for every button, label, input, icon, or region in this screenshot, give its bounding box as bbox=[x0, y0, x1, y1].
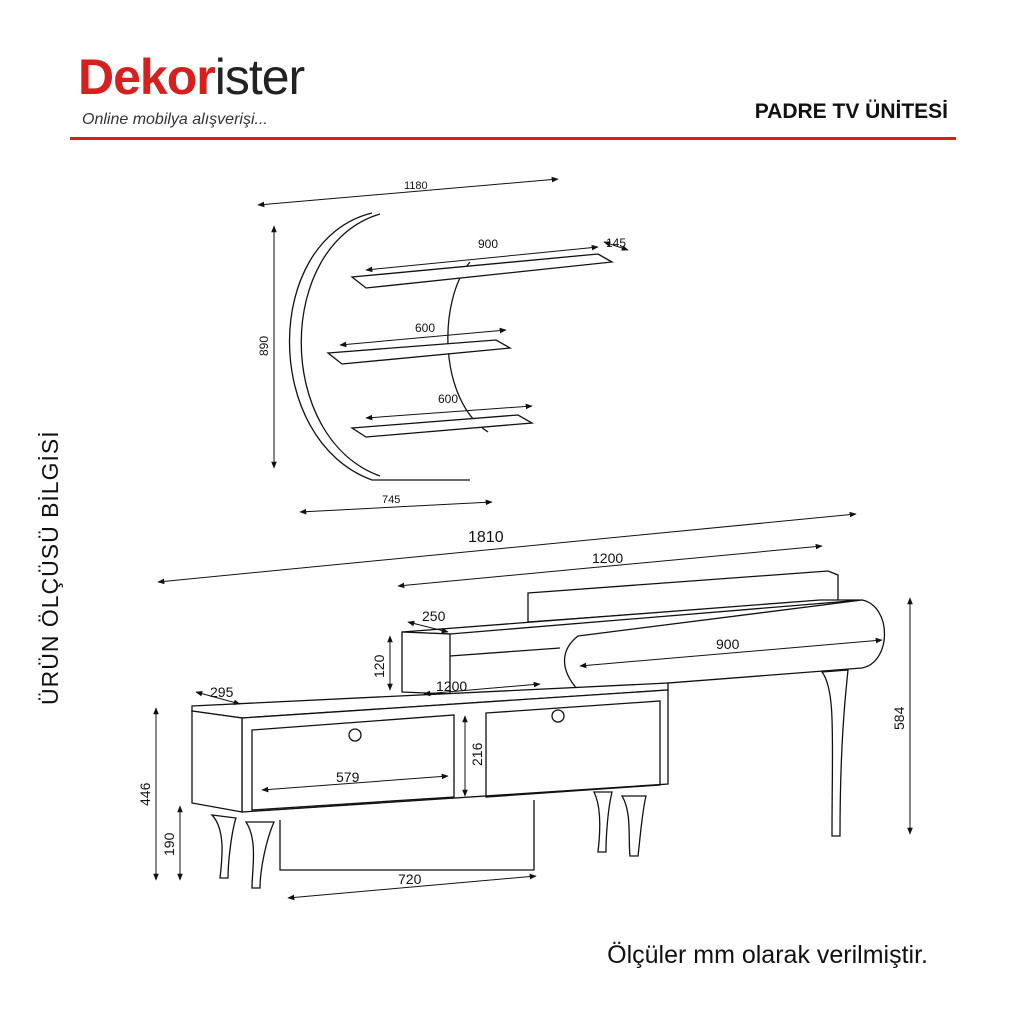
dim-leg-height: 190 bbox=[161, 832, 177, 856]
dim-unit-upper-width: 1200 bbox=[592, 550, 623, 566]
dim-shelf-mid-length: 600 bbox=[415, 321, 435, 335]
wall-dimension-lines bbox=[257, 176, 629, 515]
dim-unit-total-width: 1810 bbox=[468, 529, 504, 546]
dim-shelf-low-length: 600 bbox=[438, 392, 458, 406]
dim-base-width: 720 bbox=[398, 871, 422, 887]
handle-left bbox=[348, 728, 362, 742]
lower-body-side bbox=[191, 710, 243, 813]
dim-upper-height: 120 bbox=[371, 654, 387, 678]
dim-wall-bottom-width: 745 bbox=[382, 494, 400, 506]
dim-lower-depth: 295 bbox=[210, 684, 234, 700]
dim-upper-depth: 250 bbox=[422, 608, 446, 624]
dim-wall-height: 890 bbox=[257, 336, 271, 356]
logo-part-dark: ister bbox=[214, 49, 305, 105]
tv-unit bbox=[191, 570, 885, 889]
wall-panel-inner-arc bbox=[300, 213, 381, 477]
leg-front-mid bbox=[244, 821, 275, 889]
dim-lower-height: 446 bbox=[137, 782, 153, 806]
logo-part-red: Dekor bbox=[78, 49, 216, 105]
brand-tagline: Online mobilya alışverişi... bbox=[82, 111, 268, 128]
handle-right bbox=[551, 709, 565, 723]
dim-compartment-height: 216 bbox=[469, 742, 485, 766]
leg-upper-right bbox=[820, 669, 849, 837]
wall-shelf bbox=[289, 212, 615, 481]
shelf-low bbox=[350, 414, 535, 438]
technical-drawing: 1180 890 745 900 145 600 600 bbox=[137, 176, 913, 901]
header-divider bbox=[70, 137, 956, 140]
dim-shelf-top-depth: 145 bbox=[606, 236, 626, 250]
dim-compartment-width: 579 bbox=[336, 769, 360, 785]
base-frame bbox=[279, 800, 535, 871]
compartment-left bbox=[251, 714, 455, 811]
dimension-drawing: 1180 890 745 900 145 600 600 bbox=[0, 150, 1024, 930]
units-footnote: Ölçüler mm olarak verilmiştir. bbox=[607, 941, 928, 969]
brand-logo[interactable]: Dekorister bbox=[78, 49, 305, 105]
page-header: Dekorister Online mobilya alışverişi... … bbox=[0, 0, 1024, 150]
leg-front-left bbox=[210, 814, 237, 879]
wall-panel-arc bbox=[289, 212, 470, 481]
dim-shelf-top-length: 900 bbox=[478, 237, 498, 251]
leg-front-right bbox=[620, 795, 647, 857]
dim-drawer-width: 900 bbox=[716, 636, 740, 652]
product-title: PADRE TV ÜNİTESİ bbox=[754, 100, 948, 123]
dim-side-height: 584 bbox=[891, 706, 907, 730]
leg-back-right bbox=[592, 791, 613, 853]
unit-dimension-lines bbox=[153, 511, 913, 901]
dim-wall-width: 1180 bbox=[404, 180, 428, 192]
dim-lower-width: 1200 bbox=[436, 678, 467, 694]
shelf-top bbox=[350, 253, 615, 289]
compartment-right bbox=[485, 700, 661, 798]
